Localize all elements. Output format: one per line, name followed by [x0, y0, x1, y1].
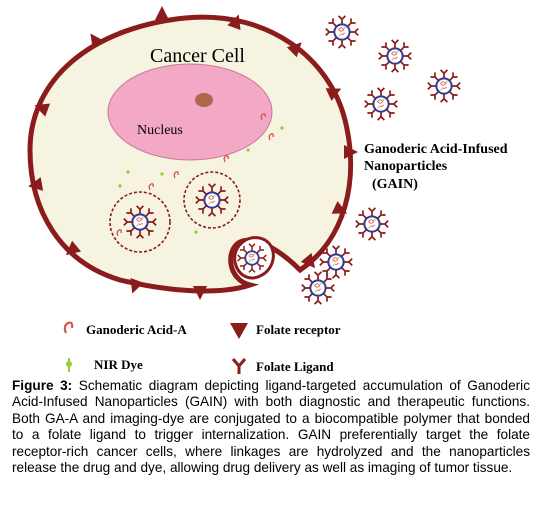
legend-label-dye: NIR Dye — [94, 357, 143, 372]
figure-caption: Figure 3: Schematic diagram depicting li… — [12, 378, 530, 476]
nucleus-label: Nucleus — [137, 123, 183, 138]
gain-label-line2: Nanoparticles — [364, 159, 448, 174]
gain-label-line3: (GAIN) — [372, 177, 418, 192]
legend-label-drug: Ganoderic Acid-A — [86, 322, 187, 337]
gain-label: Ganoderic Acid-Infused Nanoparticles (GA… — [364, 142, 508, 192]
endosome-left — [109, 191, 171, 253]
legend-item-receptor: Folate receptor — [230, 322, 341, 339]
dye-icon — [66, 358, 72, 372]
legend-label-ligand: Folate Ligand — [256, 359, 334, 374]
legend: Ganoderic Acid-A Folate receptor NIR Dye… — [63, 321, 341, 374]
cell-label: Cancer Cell — [150, 45, 245, 67]
legend-item-dye: NIR Dye — [66, 357, 143, 372]
legend-item-drug: Ganoderic Acid-A — [63, 321, 187, 337]
nucleus — [107, 63, 273, 161]
gain-label-line1: Ganoderic Acid-Infused — [364, 142, 508, 157]
legend-label-receptor: Folate receptor — [256, 322, 341, 337]
receptor-icon — [230, 323, 248, 339]
released-payload — [116, 113, 284, 237]
drug-icon — [63, 321, 74, 334]
legend-item-ligand: Folate Ligand — [231, 358, 334, 374]
ligand-icon — [231, 358, 247, 374]
gain-diagram: Cancer Cell Nucleus Ganoderic Acid-Infus… — [26, 6, 508, 374]
endosome-right — [183, 171, 241, 229]
caption-label: Figure 3: — [12, 378, 73, 393]
caption-text: Schematic diagram depicting ligand-targe… — [12, 378, 530, 476]
